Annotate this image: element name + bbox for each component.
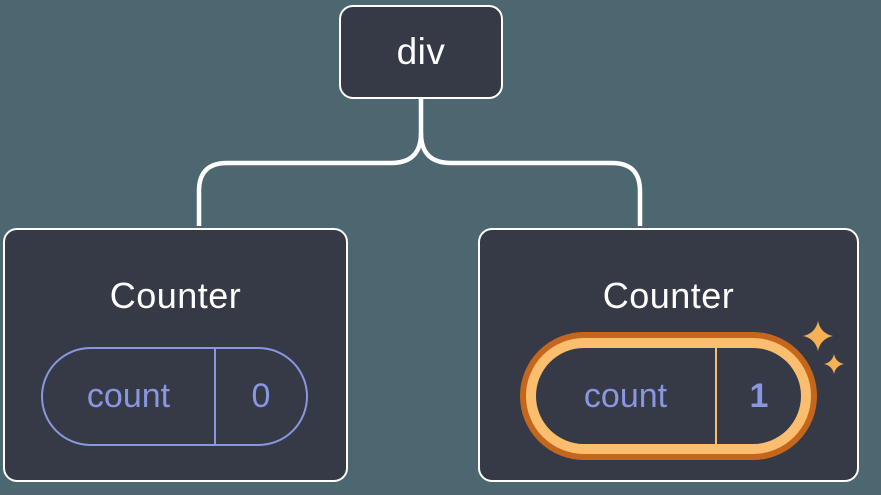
root-node-div: div	[339, 5, 503, 99]
connector-right-branch	[418, 132, 643, 226]
counter-card-left: Counter count 0	[3, 228, 348, 482]
state-value: 0	[251, 377, 271, 415]
state-pill-inner: count 1	[536, 348, 801, 444]
counter-title: Counter	[109, 275, 242, 316]
sparkle-small-icon	[824, 354, 844, 374]
state-key-label: count	[43, 349, 216, 444]
counter-card-right: Counter count 1	[478, 228, 859, 482]
state-value: 1	[749, 376, 769, 415]
sparkle-large-icon	[803, 321, 833, 351]
counter-title: Counter	[602, 275, 735, 316]
state-pill: count 0	[41, 347, 308, 446]
state-key-label: count	[536, 348, 717, 444]
state-pill-highlighted: count 1	[520, 332, 817, 460]
root-node-label: div	[396, 31, 446, 72]
connector-left-branch	[196, 99, 424, 226]
